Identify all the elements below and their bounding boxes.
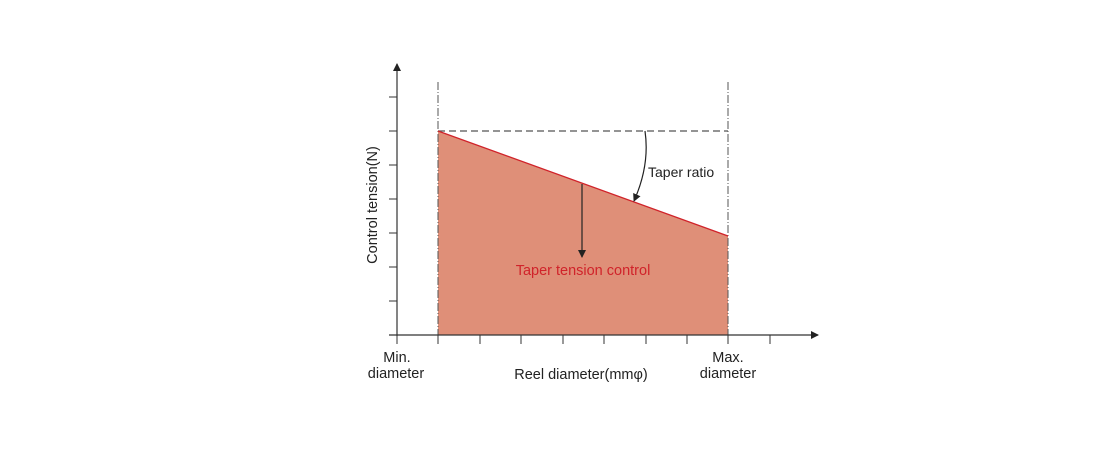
min-diameter-label-line1: Min. [383, 350, 410, 366]
min-diameter-label-line2: diameter [368, 366, 425, 382]
max-diameter-label-line1: Max. [712, 350, 743, 366]
y-axis-label: Control tension(N) [365, 146, 381, 264]
x-ticks [396, 335, 771, 344]
taper-area-fill [438, 131, 728, 335]
taper-tension-line [437, 130, 729, 237]
x-axis-label: Reel diameter(mmφ) [514, 367, 647, 383]
taper-tension-control-label: Taper tension control [516, 263, 651, 279]
taper-ratio-label: Taper ratio [648, 164, 714, 180]
taper-ratio-arrow [633, 130, 647, 202]
max-diameter-label-line2: diameter [700, 366, 757, 382]
y-ticks [389, 96, 397, 302]
